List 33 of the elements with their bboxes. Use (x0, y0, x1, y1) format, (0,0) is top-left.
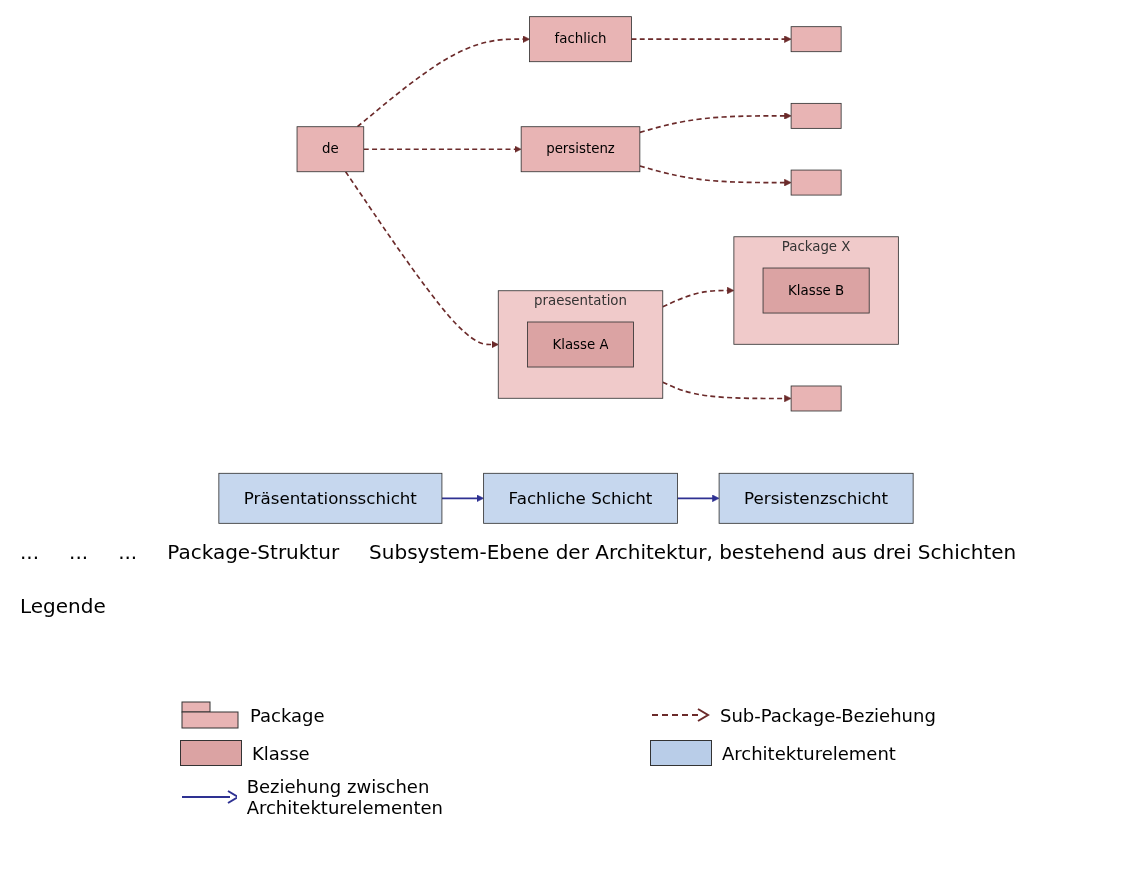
node-box: de (296, 126, 365, 173)
legend-label: Klasse (252, 742, 310, 764)
label-text: Subsystem-Ebene der Architektur, bestehend aus drei Schichten (369, 540, 1017, 564)
arrow (661, 381, 792, 403)
node-box (790, 385, 842, 412)
arrow (661, 286, 735, 308)
arrow (441, 494, 484, 502)
label-text: Legende (20, 594, 106, 618)
label-text: ... (69, 540, 89, 564)
arrow (639, 165, 792, 187)
node-box (790, 102, 842, 129)
label-text: ... (118, 540, 138, 564)
arrow (676, 494, 720, 502)
arrow (639, 112, 792, 134)
arrow (356, 35, 530, 128)
label-text: Package-Struktur (167, 540, 340, 564)
node-box: Klasse A (527, 321, 634, 368)
node-box: Persistenzschicht (718, 472, 914, 524)
node-box: Klasse B (762, 267, 870, 314)
label-text: ... (20, 540, 40, 564)
legend-label: Sub-Package-Beziehung (720, 704, 936, 726)
arrow (630, 35, 792, 43)
node-box: Präsentationsschicht (218, 472, 443, 524)
node-box: fachlich (529, 16, 632, 63)
node-box (790, 26, 842, 53)
legend-label: Architekturelement (722, 742, 896, 764)
node-box: Fachliche Schicht (483, 472, 678, 524)
legend-label: Beziehung zwischen Architekturelementen (246, 776, 444, 818)
node-box (790, 169, 842, 196)
arrow (344, 170, 499, 349)
legend-label: Package (250, 704, 325, 726)
node-box: persistenz (520, 126, 641, 173)
arrow (362, 145, 522, 153)
